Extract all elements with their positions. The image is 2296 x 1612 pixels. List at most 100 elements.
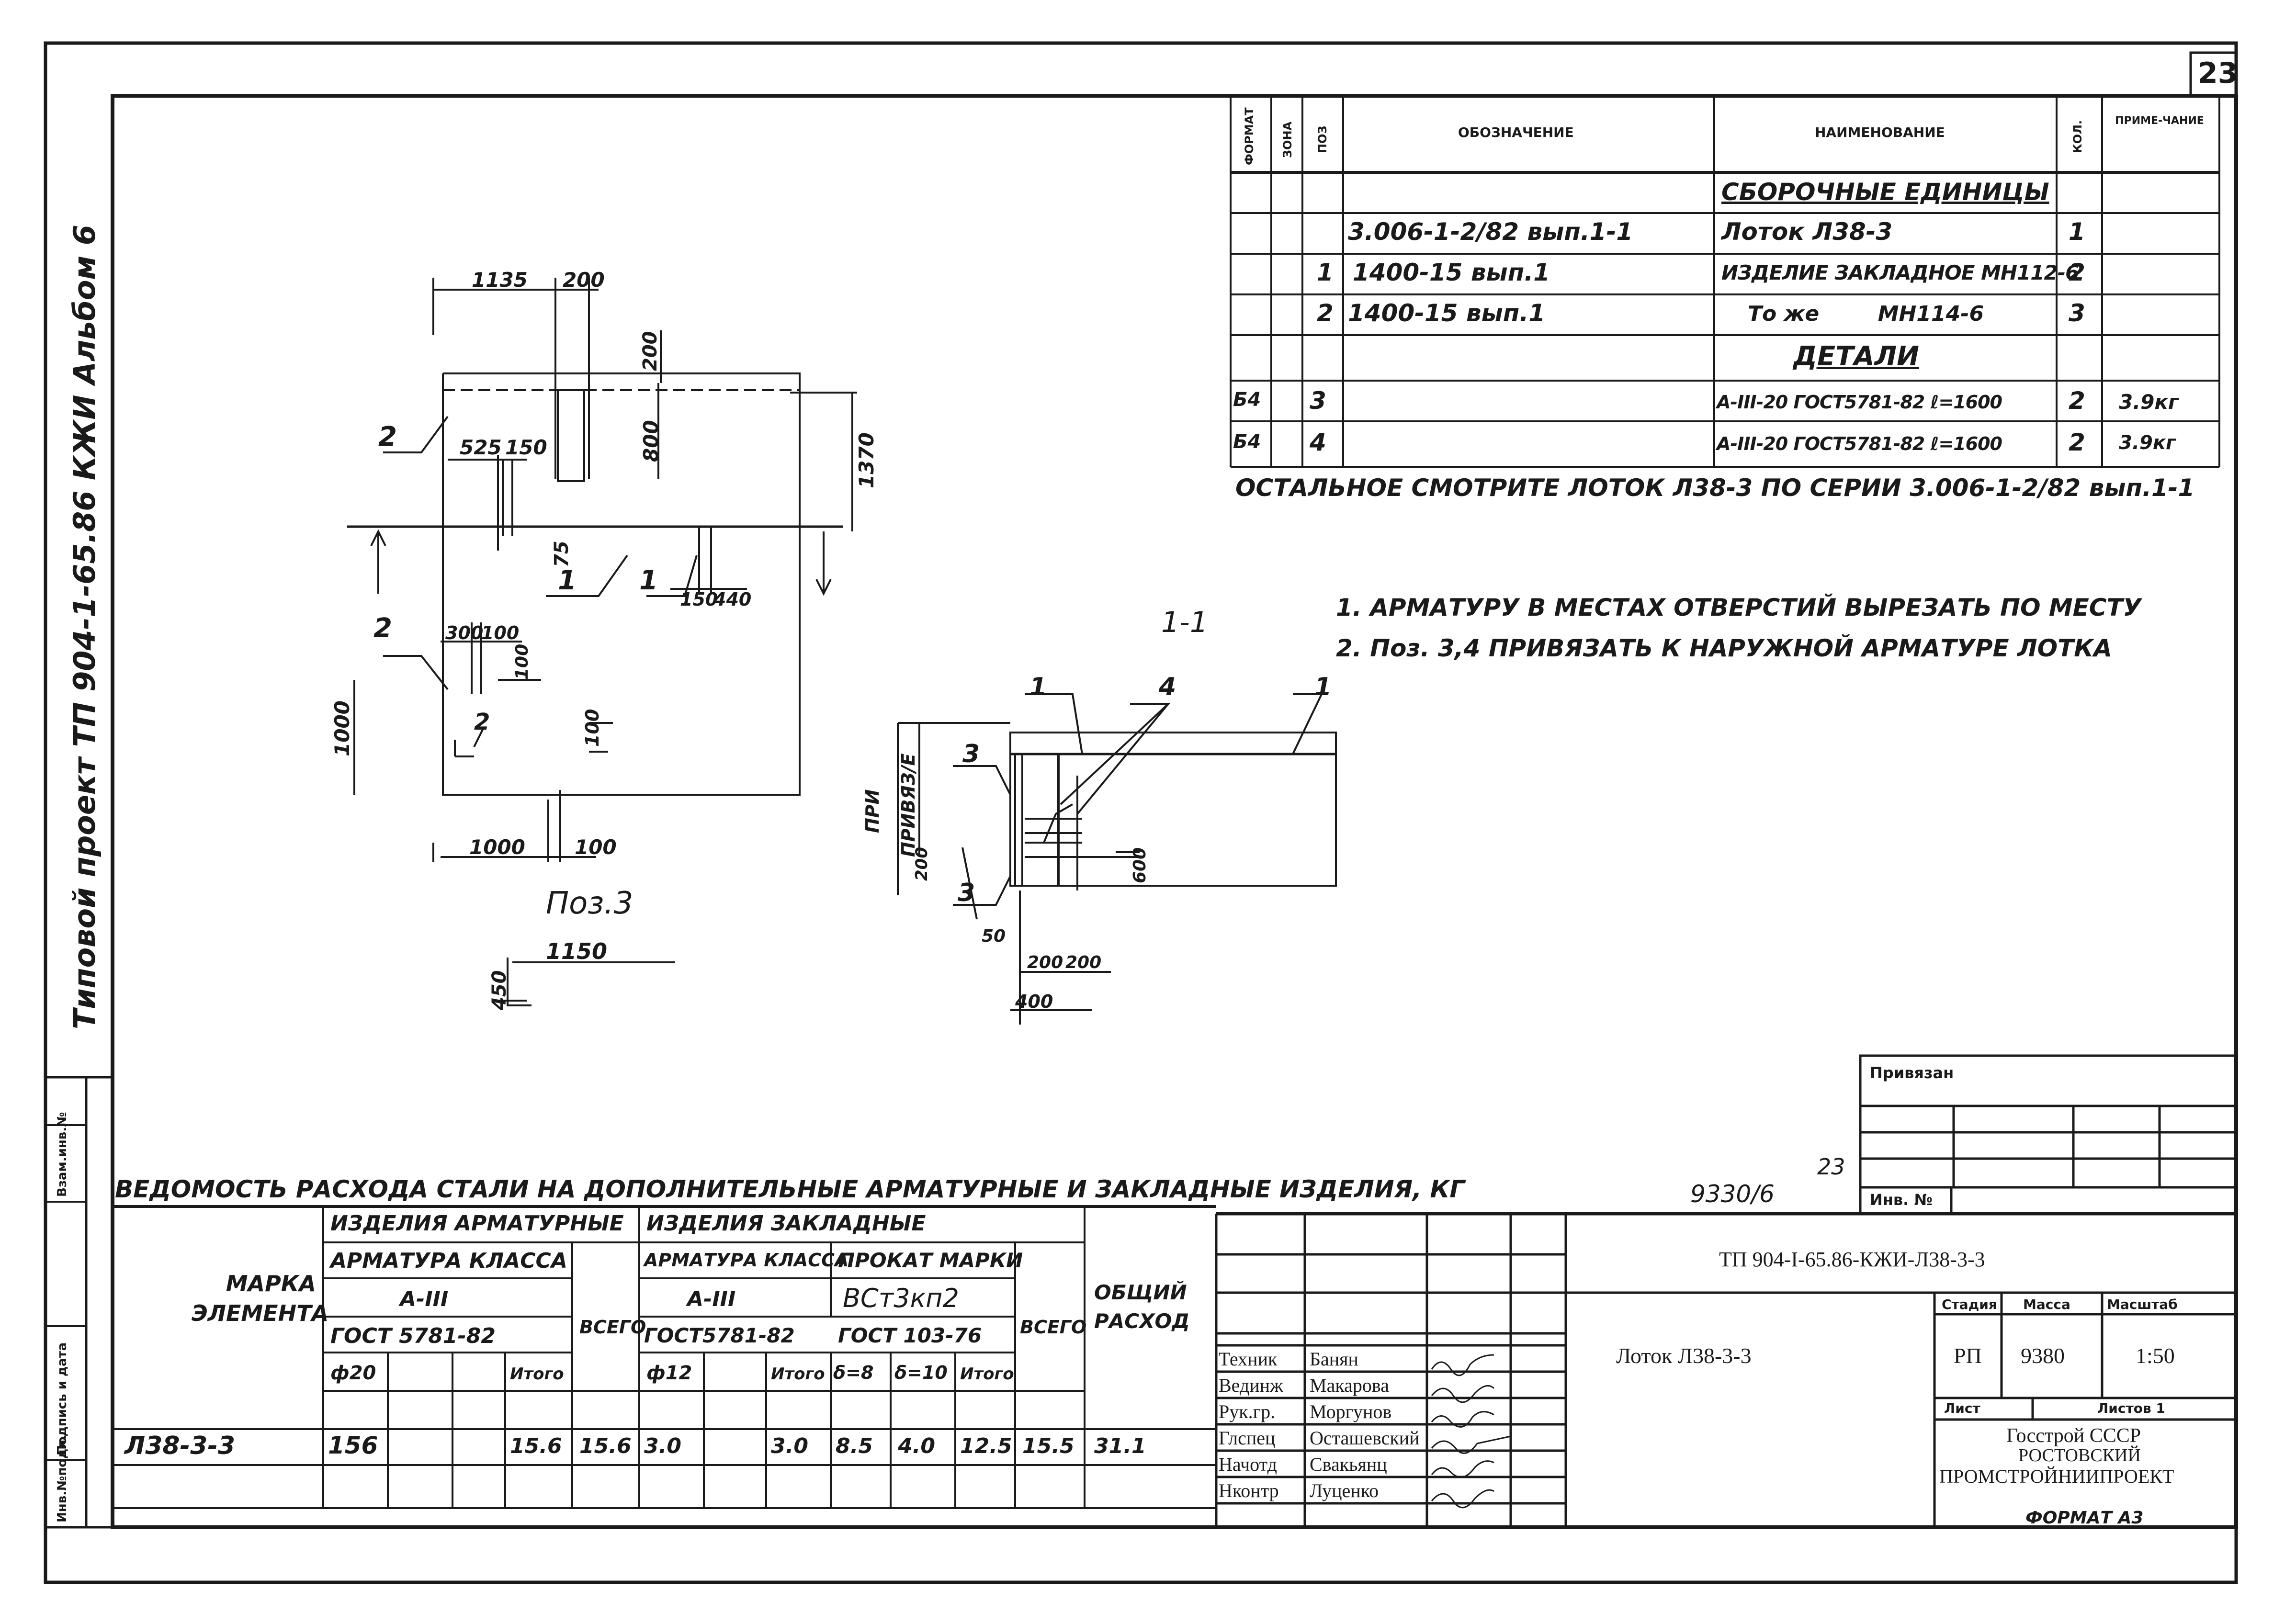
stamp-org-1: Госстрой СССР <box>2006 1425 2141 1447</box>
stamp-name-3: Моргунов <box>1310 1401 1392 1422</box>
spec-row-2-name: Лоток Л38-3 <box>1721 218 1893 246</box>
steel-group2-gost-a: ГОСТ5781-82 <box>644 1324 795 1347</box>
steel-group2-sub-a: АРМАТУРА КЛАССА <box>644 1250 849 1271</box>
steel-total1-header: ВСЕГО <box>579 1317 646 1338</box>
steel-group1-gost: ГОСТ 5781-82 <box>330 1324 496 1348</box>
note-2: 2. Поз. 3,4 ПРИВЯЗАТЬ К НАРУЖНОЙ АРМАТУР… <box>1336 634 2112 662</box>
steel-group1: ИЗДЕЛИЯ АРМАТУРНЫЕ <box>330 1211 624 1236</box>
stamp-role-2: Вединж <box>1219 1375 1283 1396</box>
spec-row-7-qty: 2 <box>2069 428 2085 456</box>
section-dim-400: 400 <box>1015 991 1053 1012</box>
spec-row-1-name: СБОРОЧНЫЕ ЕДИНИЦЫ <box>1721 178 2049 206</box>
spec-row-2-code: 3.006-1-2/82 вып.1-1 <box>1348 218 1633 246</box>
section-label-3-a: 3 <box>962 740 980 768</box>
stamp-org-2: РОСТОВСКИЙ <box>2018 1445 2141 1465</box>
spec-row-7-fmt: Б4 <box>1233 431 1261 453</box>
steel-row-v10: 4.0 <box>898 1434 935 1458</box>
stamp-inventory-top: 9330/6 <box>1690 1180 1775 1208</box>
stamp-mass-header: Масса <box>2023 1296 2070 1312</box>
steel-row-v8: 3.0 <box>771 1434 808 1458</box>
steel-row-v6: 3.0 <box>644 1434 681 1458</box>
stamp-inv-no: Инв. № <box>1870 1191 1933 1209</box>
spec-header-note: ПРИМЕ-ЧАНИЕ <box>2115 115 2204 127</box>
stamp-inventory-sup: 23 <box>1817 1154 1845 1180</box>
stamp-scale-header: Масштаб <box>2107 1296 2178 1312</box>
steel-g2-col-5: δ=10 <box>894 1362 948 1383</box>
stamp-bound: Привязан <box>1870 1064 1954 1082</box>
stamp-name-5: Свакьянц <box>1310 1454 1387 1475</box>
stamp-scale: 1:50 <box>2136 1343 2175 1368</box>
spec-row-6-pos: 3 <box>1310 387 1326 415</box>
dim-1135: 1135 <box>472 268 528 292</box>
spec-row-4-qty: 3 <box>2069 299 2085 327</box>
stamp-sheets-header: Листов 1 <box>2097 1400 2165 1416</box>
steel-g1-col-1: ф20 <box>330 1362 376 1384</box>
dim-100-d: 100 <box>575 835 617 859</box>
steel-row-v5: 15.6 <box>579 1434 632 1458</box>
steel-total2-header: ВСЕГО <box>1020 1317 1087 1338</box>
stamp-stage-header: Стадия <box>1942 1296 1997 1312</box>
spec-row-7-name: A-III-20 ГОСТ5781-82 ℓ=1600 <box>1717 433 2002 454</box>
sheet-number: 23 <box>2198 56 2238 90</box>
spec-row-4-code: 1400-15 вып.1 <box>1348 299 1546 327</box>
stamp-code: ТП 904-I-65.86-КЖИ-Л38-3-3 <box>1719 1248 1985 1271</box>
dim-150-b: 150 <box>680 589 718 610</box>
stamp-name-6: Луценко <box>1310 1480 1379 1501</box>
steel-g2-col-4: δ=8 <box>833 1362 874 1383</box>
spec-row-3-name: ИЗДЕЛИЕ ЗАКЛАДНОЕ МН112-6 <box>1721 261 2079 284</box>
steel-g2-col-3: Итого <box>771 1364 825 1384</box>
stamp-role-4: Глспец <box>1219 1427 1276 1449</box>
steel-group1-sub: АРМАТУРА КЛАССА <box>330 1249 567 1273</box>
spec-row-2-qty: 1 <box>2069 218 2085 246</box>
spec-row-7-pos: 4 <box>1310 428 1326 456</box>
section-dim-50: 50 <box>982 926 1006 946</box>
spec-row-7-note: 3.9кг <box>2119 432 2176 454</box>
steel-group1-class: A-III <box>400 1287 449 1311</box>
steel-group2: ИЗДЕЛИЯ ЗАКЛАДНЫЕ <box>646 1211 926 1236</box>
stamp-role-5: Начотд <box>1219 1454 1277 1475</box>
stamp-role-1: Техник <box>1219 1348 1278 1370</box>
section-dim-200-b: 200 <box>1027 953 1063 972</box>
stamp-sheet-header: Лист <box>1944 1400 1980 1416</box>
stamp-name-4: Осташевский <box>1310 1427 1420 1449</box>
steel-row-v11: 12.5 <box>960 1434 1012 1458</box>
spec-row-6-qty: 2 <box>2069 387 2085 415</box>
plan-label-2-c: 2 <box>474 709 490 735</box>
steel-group2-class: A-III <box>687 1287 736 1311</box>
steel-g2-col-6: Итого <box>960 1364 1014 1384</box>
stamp-title: Лоток Л38-3-3 <box>1616 1343 1752 1368</box>
steel-row-v9: 8.5 <box>836 1434 873 1458</box>
section-label-1-b: 1 <box>1314 673 1332 701</box>
stamp-org-3: ПРОМСТРОЙНИИПРОЕКТ <box>1939 1465 2174 1487</box>
section-label-4: 4 <box>1159 673 1176 701</box>
steel-mark-header: МАРКА ЭЛЕМЕНТА <box>192 1271 329 1326</box>
steel-row-v12: 15.5 <box>1022 1434 1074 1458</box>
section-dim-200-c: 200 <box>1065 953 1102 972</box>
plan-label-1-a: 1 <box>558 565 577 596</box>
section-label-3-b: 3 <box>958 879 975 907</box>
stamp-stage: РП <box>1954 1343 1982 1368</box>
spec-row-6-name: A-III-20 ГОСТ5781-82 ℓ=1600 <box>1717 392 2002 413</box>
plan-caption: Поз.3 <box>546 886 633 921</box>
steel-table-title: ВЕДОМОСТЬ РАСХОДА СТАЛИ НА ДОПОЛНИТЕЛЬНЫ… <box>115 1175 1465 1203</box>
spec-row-5-name: ДЕТАЛИ <box>1793 341 1920 372</box>
spec-row-6-fmt: Б4 <box>1233 389 1261 411</box>
stamp-name-1: Банян <box>1310 1348 1358 1370</box>
stamp-role-6: Нконтр <box>1219 1480 1279 1501</box>
steel-group2-steel: ВСт3кп2 <box>843 1283 959 1313</box>
plan-label-2-b: 2 <box>373 613 392 644</box>
dim-440: 440 <box>713 589 752 610</box>
steel-group2-sub-b: ПРОКАТ МАРКИ <box>838 1249 1023 1272</box>
spec-footnote: ОСТАЛЬНОЕ СМОТРИТЕ ЛОТОК Л38-3 ПО СЕРИИ … <box>1235 474 2195 502</box>
stamp-name-2: Макарова <box>1310 1375 1390 1396</box>
bar-dim-1150: 1150 <box>546 938 608 964</box>
spec-row-3-qty: 2 <box>2069 259 2085 286</box>
note-1: 1. АРМАТУРУ В МЕСТАХ ОТВЕРСТИЙ ВЫРЕЗАТЬ … <box>1336 594 2142 621</box>
spec-header-code: ОБОЗНАЧЕНИЕ <box>1458 124 1574 140</box>
stamp-format: ФОРМАТ А3 <box>2025 1508 2144 1528</box>
steel-row-v4: 15.6 <box>510 1434 562 1458</box>
dim-525: 525 <box>460 436 502 459</box>
